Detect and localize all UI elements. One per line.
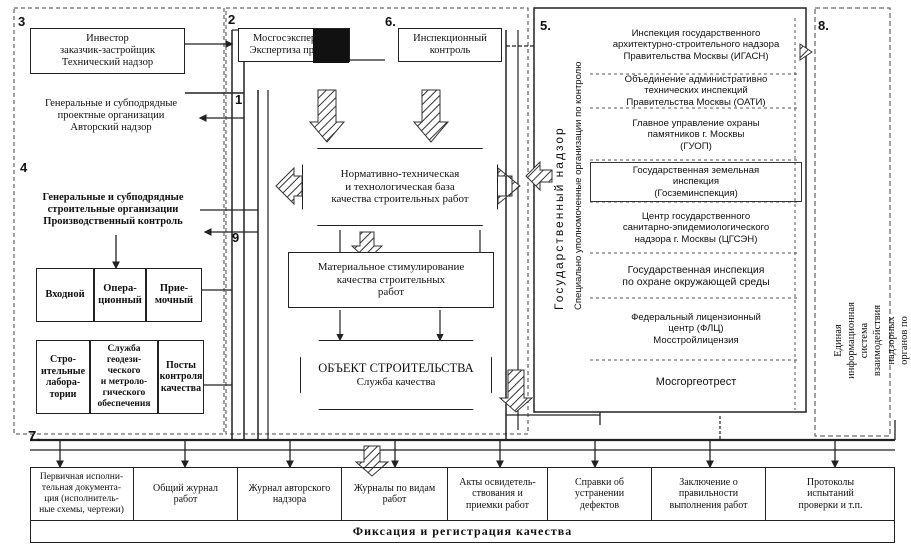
inspection-tsgsen: Центр государственного санитарно-эпидеми…	[622, 211, 770, 245]
inspection-guop: Главное управление охраны памятников г. …	[632, 118, 760, 152]
records-row	[30, 467, 895, 521]
footer-quality-registration: Фиксация и регистрация качества	[30, 521, 895, 543]
record-general-journal: Общий журнал работ	[134, 467, 238, 521]
record-work-type-journals: Журналы по видам работ	[342, 467, 448, 521]
block-number-9: 9	[232, 230, 240, 245]
inspection-oati: Объединение административно технических …	[624, 74, 768, 108]
normative-base-block: Нормативно-техническая и технологическая…	[302, 148, 498, 226]
inspection-igasn: Инспекция государственного архитектурно-…	[612, 28, 780, 62]
block-number-7: 7.	[28, 428, 41, 445]
block-number-3: 3	[18, 14, 26, 29]
hatched-arrow-bottom	[354, 445, 390, 477]
control-type-incoming: Входной	[36, 268, 94, 322]
construction-organizations-block: Генеральные и субподрядные строительные …	[42, 192, 184, 228]
support-unit-geodesy: Служба геодези- ческого и метроло- гичес…	[90, 340, 158, 414]
support-unit-control-posts: Посты контроля качества	[158, 340, 204, 414]
hatched-arrow-state-supervision-to-info	[799, 43, 813, 61]
record-primary-docs: Первичная исполни- тельная документа- ци…	[30, 467, 134, 521]
hatched-arrow-left-normative	[275, 166, 303, 206]
inspection-flts: Федеральный лицензионный центр (ФЛЦ) Мос…	[631, 312, 761, 346]
control-type-operational: Опера- ционный	[94, 268, 146, 322]
info-system-label: Единая информационная система взаимодейс…	[833, 302, 910, 379]
control-type-acceptance: Прие- мочный	[146, 268, 202, 322]
authorized-organizations-label: Специально уполномоченные организации по…	[573, 61, 584, 310]
inspection-mosgorgeotrest: Мосгоргеотрест	[655, 375, 737, 388]
record-test-protocols: Протоколы испытаний проверки и т.п.	[798, 476, 863, 511]
hatched-arrow-state-right	[525, 160, 553, 192]
inspection-environment: Государственная инспекция по охране окру…	[622, 263, 770, 288]
record-author-supervision-journal: Журнал авторского надзора	[238, 467, 342, 521]
construction-object-block: ОБЪЕКТ СТРОИТЕЛЬСТВА Служба качества	[300, 340, 492, 410]
block-number-1: 1	[235, 92, 243, 107]
block-number-2: 2	[228, 12, 236, 27]
design-organizations-block: Генеральные и субподрядные проектные орг…	[44, 98, 178, 134]
record-inspection-acts: Акты освидетель- ствования и приемки раб…	[448, 467, 548, 521]
hatched-arrow-right-normative	[497, 166, 521, 206]
block-number-5: 5.	[540, 18, 551, 33]
block-number-6: 6.	[385, 14, 396, 29]
hatched-arrow-up-object-right	[498, 369, 534, 413]
block-number-8: 8.	[818, 18, 829, 33]
record-correctness-conclusion: Заключение о правильности выполнения раб…	[652, 467, 766, 521]
state-supervision-label: Государственный надзор	[552, 126, 566, 310]
inspection-goszem: Государственная земельная инспекция (Гос…	[590, 162, 802, 202]
quality-service-label: Служба качества	[356, 375, 436, 388]
support-unit-labs: Стро- ительные лабора- тории	[36, 340, 90, 414]
inspection-block: Инспекционный контроль	[398, 28, 502, 62]
investor-block: Инвестор заказчик-застройщик Технический…	[30, 28, 185, 74]
block-number-4: 4	[20, 160, 28, 175]
hatched-arrow-down-center	[412, 89, 450, 143]
expertise-block: Мосгосэкспертиза Экспертиза проекта	[238, 28, 350, 63]
record-defect-certificates: Справки об устранении дефектов	[548, 467, 652, 521]
expertise-dark-patch	[313, 29, 349, 63]
stimulation-block: Материальное стимулирование качества стр…	[288, 252, 494, 308]
hatched-arrow-down-left	[308, 89, 346, 143]
construction-object-title: ОБЪЕКТ СТРОИТЕЛЬСТВА	[318, 361, 474, 376]
